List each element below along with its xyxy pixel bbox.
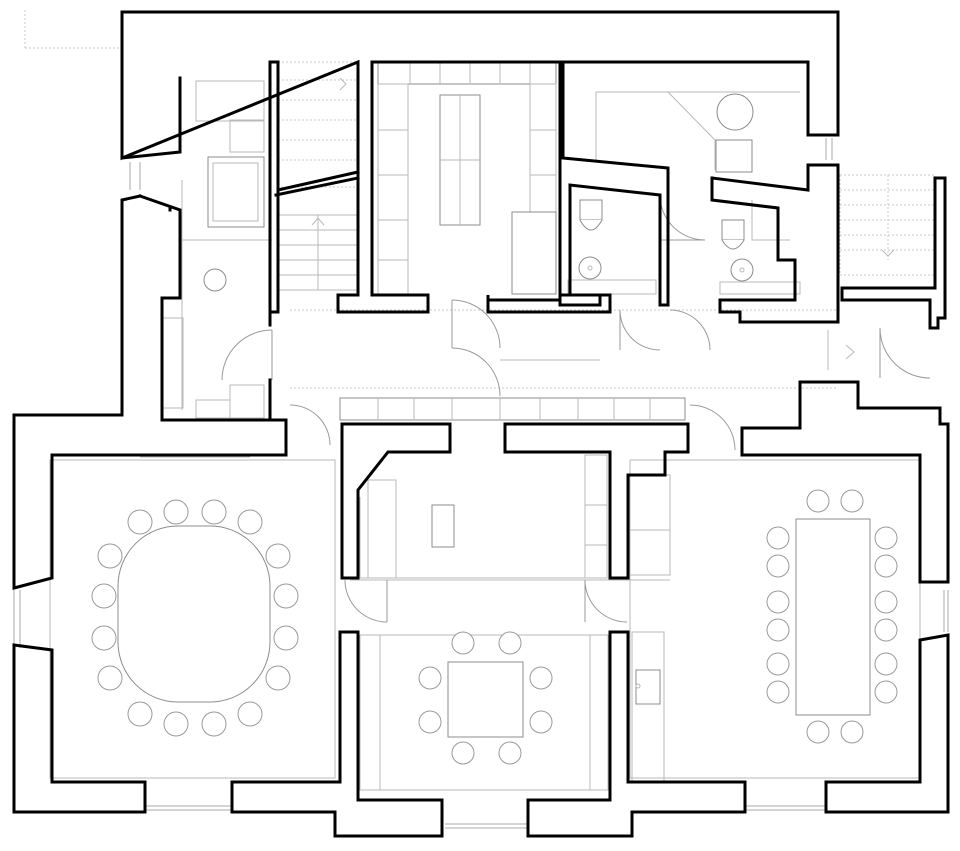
chair xyxy=(498,631,522,655)
wall-south-east xyxy=(824,633,950,814)
chair xyxy=(498,741,522,765)
kitchen-island xyxy=(431,504,455,548)
chair xyxy=(806,489,830,513)
chair xyxy=(265,543,291,569)
corridor xyxy=(289,299,931,451)
washbasin xyxy=(578,256,602,280)
toilet xyxy=(721,219,745,241)
chair xyxy=(874,526,898,550)
wall-kitchen-east xyxy=(503,422,690,580)
wall-kitchen-west xyxy=(340,422,452,580)
toilet xyxy=(579,199,603,221)
chair xyxy=(91,583,117,609)
chair xyxy=(97,665,123,691)
chair xyxy=(874,652,898,676)
chair xyxy=(806,720,830,744)
chair xyxy=(163,499,189,525)
chair xyxy=(874,680,898,704)
wall-restroom-east xyxy=(710,163,840,324)
dashed-outline-top-left xyxy=(24,10,122,49)
west-service-room xyxy=(162,80,273,419)
window-west-upper xyxy=(129,162,141,190)
washbasin xyxy=(730,258,754,282)
chair xyxy=(766,554,790,578)
chair xyxy=(273,625,299,651)
chair xyxy=(766,526,790,550)
square-table xyxy=(447,661,524,738)
chair xyxy=(418,710,442,734)
chair xyxy=(97,543,123,569)
meeting-room-long xyxy=(629,459,949,811)
chair xyxy=(201,499,227,525)
rectangular-table xyxy=(795,518,871,716)
chair xyxy=(716,93,754,131)
wall-south-mid-left xyxy=(230,630,444,838)
chair xyxy=(874,554,898,578)
coat-lockers xyxy=(339,397,686,421)
oval-table xyxy=(117,525,271,703)
chair xyxy=(840,720,864,744)
chair xyxy=(265,665,291,691)
furniture-layer xyxy=(13,10,949,829)
chair xyxy=(529,710,553,734)
chair xyxy=(418,666,442,690)
staircase-2 xyxy=(839,174,936,276)
wall-west-upper xyxy=(120,76,182,160)
chair xyxy=(874,590,898,614)
kitchen-counter xyxy=(207,156,265,228)
sink xyxy=(203,268,227,292)
window-east-upper xyxy=(825,138,833,160)
wall-east-mid xyxy=(740,380,950,584)
meeting-room-square xyxy=(344,579,628,829)
kitchen xyxy=(350,451,671,581)
chair xyxy=(874,618,898,642)
chair xyxy=(766,652,790,676)
lounge xyxy=(377,61,557,295)
chair xyxy=(766,590,790,614)
office xyxy=(595,91,800,173)
chair xyxy=(451,741,475,765)
chair xyxy=(163,711,189,737)
chair xyxy=(201,711,227,737)
walls xyxy=(12,10,950,838)
desk xyxy=(715,139,753,173)
wall-lounge-bottom xyxy=(486,293,612,314)
chair xyxy=(766,680,790,704)
desk xyxy=(511,211,557,295)
chair xyxy=(273,583,299,609)
staircase-1 xyxy=(277,61,359,291)
chair xyxy=(766,618,790,642)
wall-stair-right xyxy=(268,60,280,314)
chair xyxy=(237,701,263,727)
chair xyxy=(237,509,263,535)
meeting-room-oval xyxy=(13,456,336,811)
chair xyxy=(127,509,153,535)
sofa xyxy=(377,61,557,85)
chair xyxy=(529,666,553,690)
chair xyxy=(91,625,117,651)
wall-south-mid-right xyxy=(526,630,747,838)
chair xyxy=(127,701,153,727)
wall-south-west xyxy=(12,643,147,814)
chair xyxy=(840,489,864,513)
wall-stair-east xyxy=(840,176,947,330)
wall-west-mid xyxy=(12,194,288,590)
chair xyxy=(451,631,475,655)
restrooms xyxy=(567,194,801,295)
wall-stair xyxy=(268,60,360,327)
